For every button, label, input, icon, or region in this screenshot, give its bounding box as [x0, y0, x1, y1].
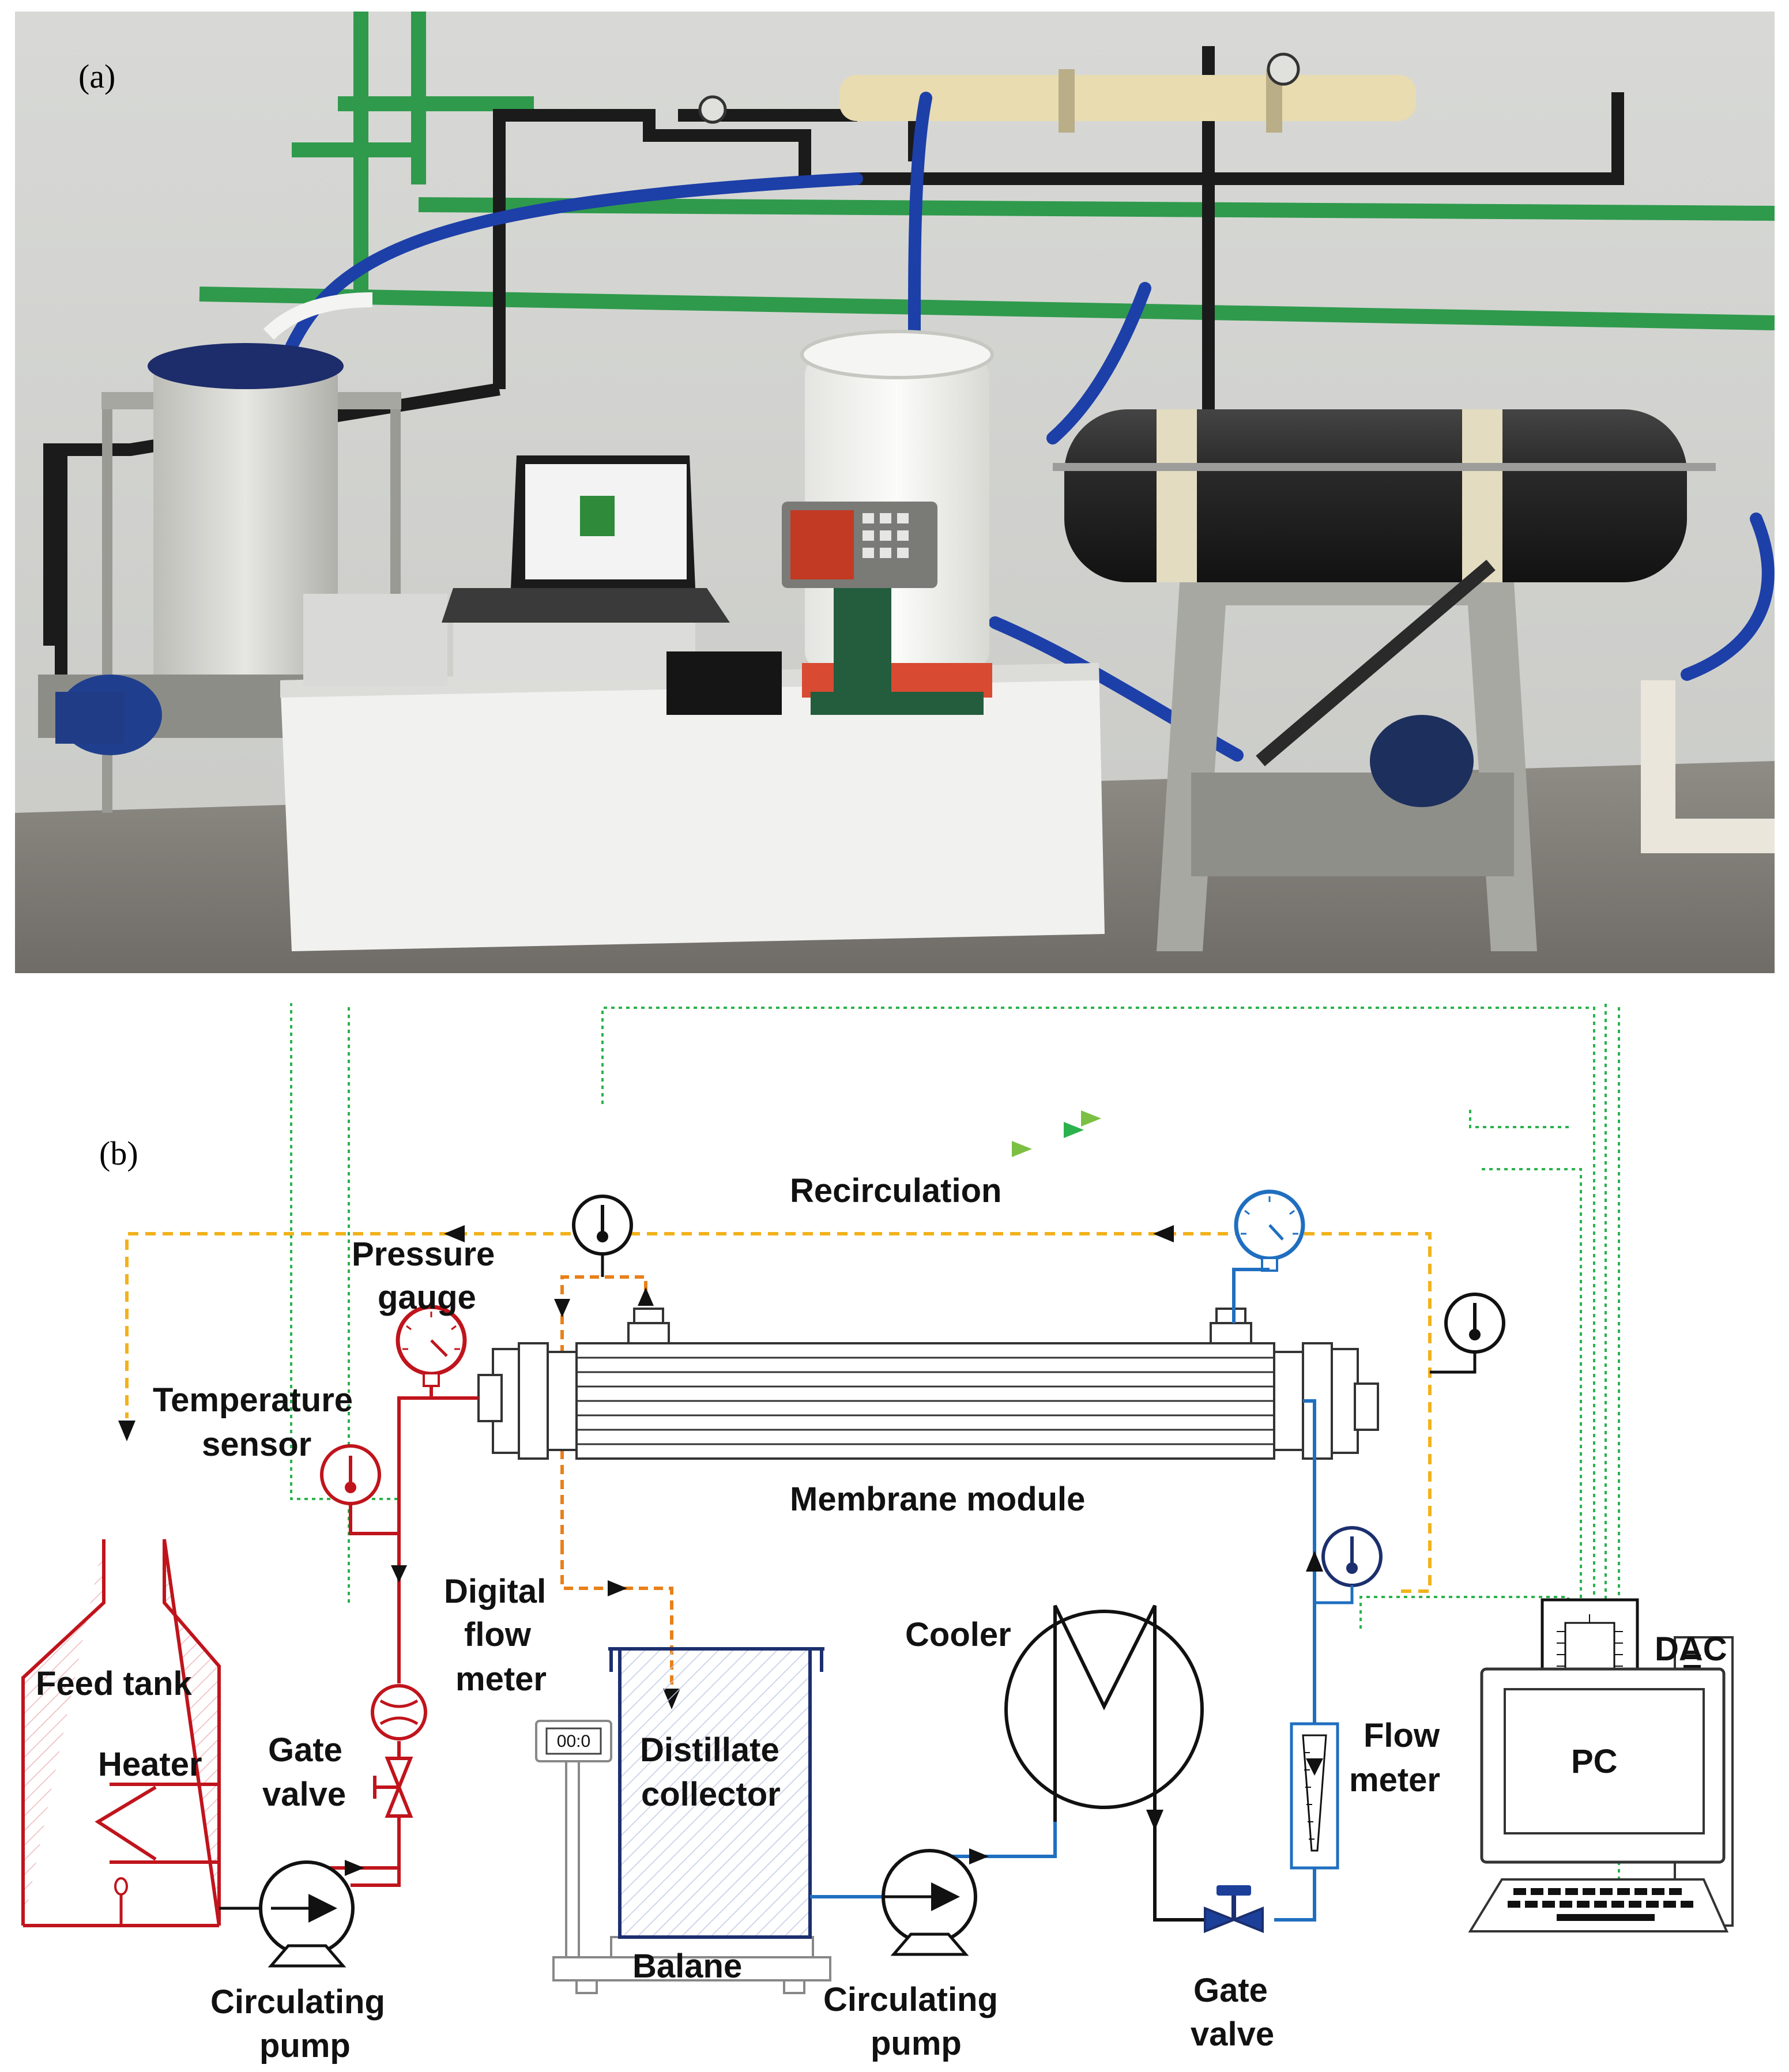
temperature-sensor-top: [572, 1195, 633, 1277]
label-membrane-module: Membrane module: [790, 1480, 1085, 1518]
temperature-sensor-cooling: [1315, 1526, 1383, 1604]
label-circulating-pump-left-2: pump: [259, 2027, 351, 2065]
feed-tank: [21, 1539, 221, 1927]
label-circulating-pump-left-1: Circulating: [210, 1983, 385, 2021]
pc-computer: [1468, 1636, 1734, 1932]
label-pc: PC: [1571, 1743, 1618, 1780]
balance: [535, 1720, 831, 1994]
label-flow-meter-1: Flow: [1364, 1717, 1440, 1754]
circulating-pump-right: [882, 1848, 989, 1956]
signal-lines: [290, 1003, 1620, 1934]
label-digital-flow-meter-3: meter: [455, 1660, 547, 1698]
label-gate-valve-right-2: valve: [1191, 2016, 1274, 2053]
label-temperature-sensor-1: Temperature: [153, 1381, 353, 1419]
label-recirculation: Recirculation: [790, 1172, 1001, 1210]
label-cooler: Cooler: [905, 1616, 1011, 1653]
temperature-sensor-right: [1430, 1293, 1505, 1374]
label-gate-valve-left-2: valve: [262, 1776, 346, 1813]
label-gate-valve-left-1: Gate: [268, 1731, 342, 1769]
label-dac: DAC: [1655, 1630, 1727, 1668]
cooling-loop-line: [810, 1268, 1316, 1922]
pressure-gauge-permeate: [1234, 1189, 1305, 1272]
label-circulating-pump-right-2: pump: [871, 2025, 962, 2062]
return-loop-line: [125, 1232, 1432, 1593]
panel-b-label: (b): [99, 1135, 138, 1172]
panel-a-label: (a): [78, 58, 115, 95]
gate-valve-cooling: [1204, 1885, 1264, 1933]
experimental-setup-photo: [15, 12, 1775, 973]
label-pressure-gauge-1: Pressure: [352, 1235, 495, 1273]
pressure-gauge-feed: [396, 1305, 467, 1387]
flow-meter: [1290, 1722, 1339, 1870]
distillate-collector: [608, 1647, 824, 1939]
balance-display-text: 00:0: [557, 1732, 590, 1751]
label-distillate-collector-1: Distillate: [640, 1731, 779, 1769]
label-digital-flow-meter-2: flow: [464, 1616, 532, 1653]
label-balance: Balane: [632, 1947, 742, 1985]
label-digital-flow-meter-1: Digital: [444, 1573, 546, 1610]
label-pressure-gauge-2: gauge: [378, 1279, 476, 1316]
membrane-module: [477, 1308, 1379, 1460]
label-flow-meter-2: meter: [1349, 1761, 1440, 1799]
gate-valve-feed: [373, 1757, 413, 1818]
label-gate-valve-right-1: Gate: [1193, 1972, 1268, 2009]
digital-flow-meter: [371, 1684, 427, 1741]
label-heater: Heater: [98, 1746, 202, 1783]
label-temperature-sensor-2: sensor: [202, 1426, 311, 1463]
panel-a-label-svg: (a): [78, 58, 115, 95]
temperature-sensor-feed: [320, 1444, 381, 1505]
cooler: [1004, 1604, 1222, 1922]
label-feed-tank: Feed tank: [36, 1665, 192, 1702]
schematic-panel: (b): [0, 1003, 1789, 2072]
circulating-pump-left: [219, 1860, 399, 1968]
label-distillate-collector-2: collector: [641, 1776, 781, 1813]
schematic-diagram: (b): [21, 1003, 1734, 2065]
photo-panel: (a): [15, 12, 1775, 973]
label-circulating-pump-right-1: Circulating: [823, 1981, 998, 2018]
